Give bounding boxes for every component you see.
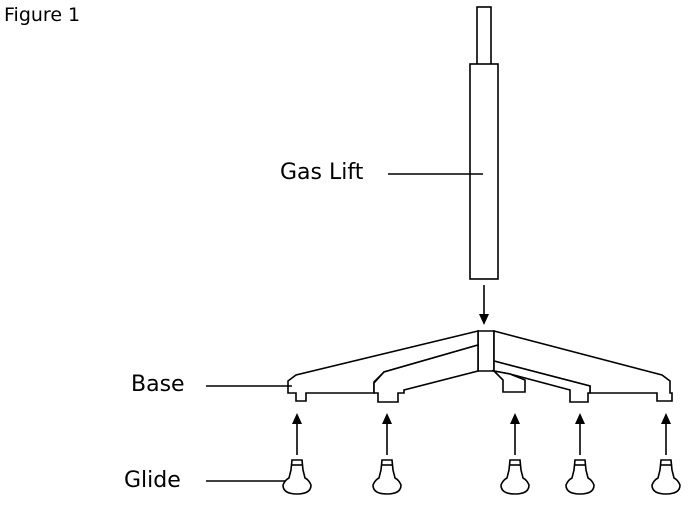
- glide-arrow-2: [382, 413, 392, 455]
- glide-label: Glide: [124, 468, 181, 493]
- base-part: [287, 329, 673, 403]
- gas-lift-arrow: [479, 285, 489, 325]
- base-label: Base: [131, 372, 185, 397]
- glide-part-5: [651, 459, 681, 495]
- glide-part-2: [372, 459, 402, 495]
- glide-arrow-5: [661, 413, 671, 455]
- glide-part-4: [565, 459, 595, 495]
- glide-arrow-3: [510, 413, 520, 455]
- glide-part-3: [500, 459, 530, 495]
- glide-part-1: [282, 459, 312, 495]
- glide-arrow-4: [575, 413, 585, 455]
- glide-arrow-1: [292, 413, 302, 455]
- gas-lift-label: Gas Lift: [280, 160, 364, 185]
- gas-lift-part: [469, 6, 499, 280]
- figure-title: Figure 1: [4, 4, 81, 26]
